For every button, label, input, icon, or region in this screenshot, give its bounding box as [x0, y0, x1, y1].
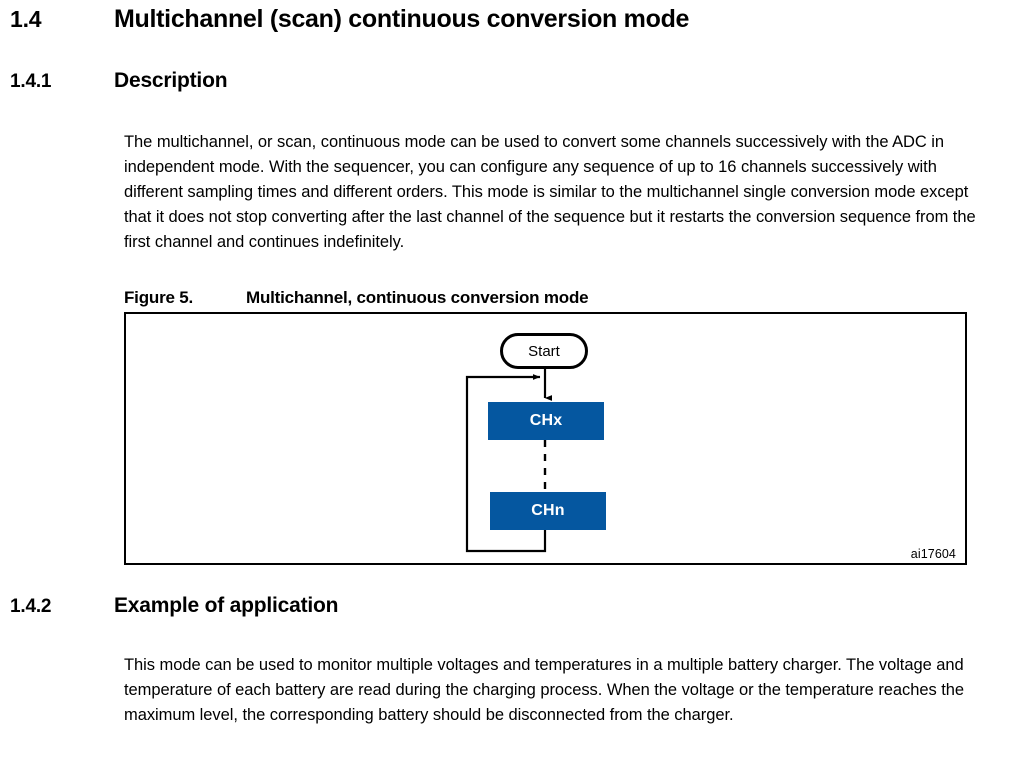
figure-label: Figure 5.	[124, 288, 194, 307]
figure-content: Start CHx CHn ai17604	[126, 314, 965, 563]
figure-title: Multichannel, continuous conversion mode	[246, 288, 589, 307]
section-number: 1.4	[10, 6, 42, 32]
example-paragraph: This mode can be used to monitor multipl…	[124, 655, 965, 724]
subsection-number: 1.4.2	[10, 596, 52, 617]
figure-caption: Figure 5. Multichannel, continuous conve…	[124, 288, 589, 308]
flow-node-start-label: Start	[528, 342, 560, 360]
connector-feedback-loop	[465, 374, 547, 553]
figure-frame: Start CHx CHn ai17604	[124, 312, 967, 565]
subsection-heading-example: 1.4.2 Example of application	[0, 594, 1010, 618]
subsection-heading-description: 1.4.1 Description	[0, 69, 1010, 93]
flow-node-chn-label: CHn	[531, 502, 565, 519]
subsection-title: Example of application	[114, 594, 339, 617]
description-paragraph: The multichannel, or scan, continuous mo…	[124, 132, 976, 252]
figure-id-label: ai17604	[910, 547, 956, 561]
flow-node-chx: CHx	[488, 402, 604, 440]
section-heading: 1.4 Multichannel (scan) continuous conve…	[0, 5, 1010, 34]
flow-node-start: Start	[500, 333, 588, 369]
subsection-number: 1.4.1	[10, 71, 52, 92]
flow-node-chn: CHn	[490, 492, 606, 530]
subsection-title: Description	[114, 69, 228, 92]
section-title: Multichannel (scan) continuous conversio…	[114, 5, 690, 33]
flow-node-chx-label: CHx	[529, 412, 563, 429]
flowchart-connectors	[465, 369, 553, 553]
